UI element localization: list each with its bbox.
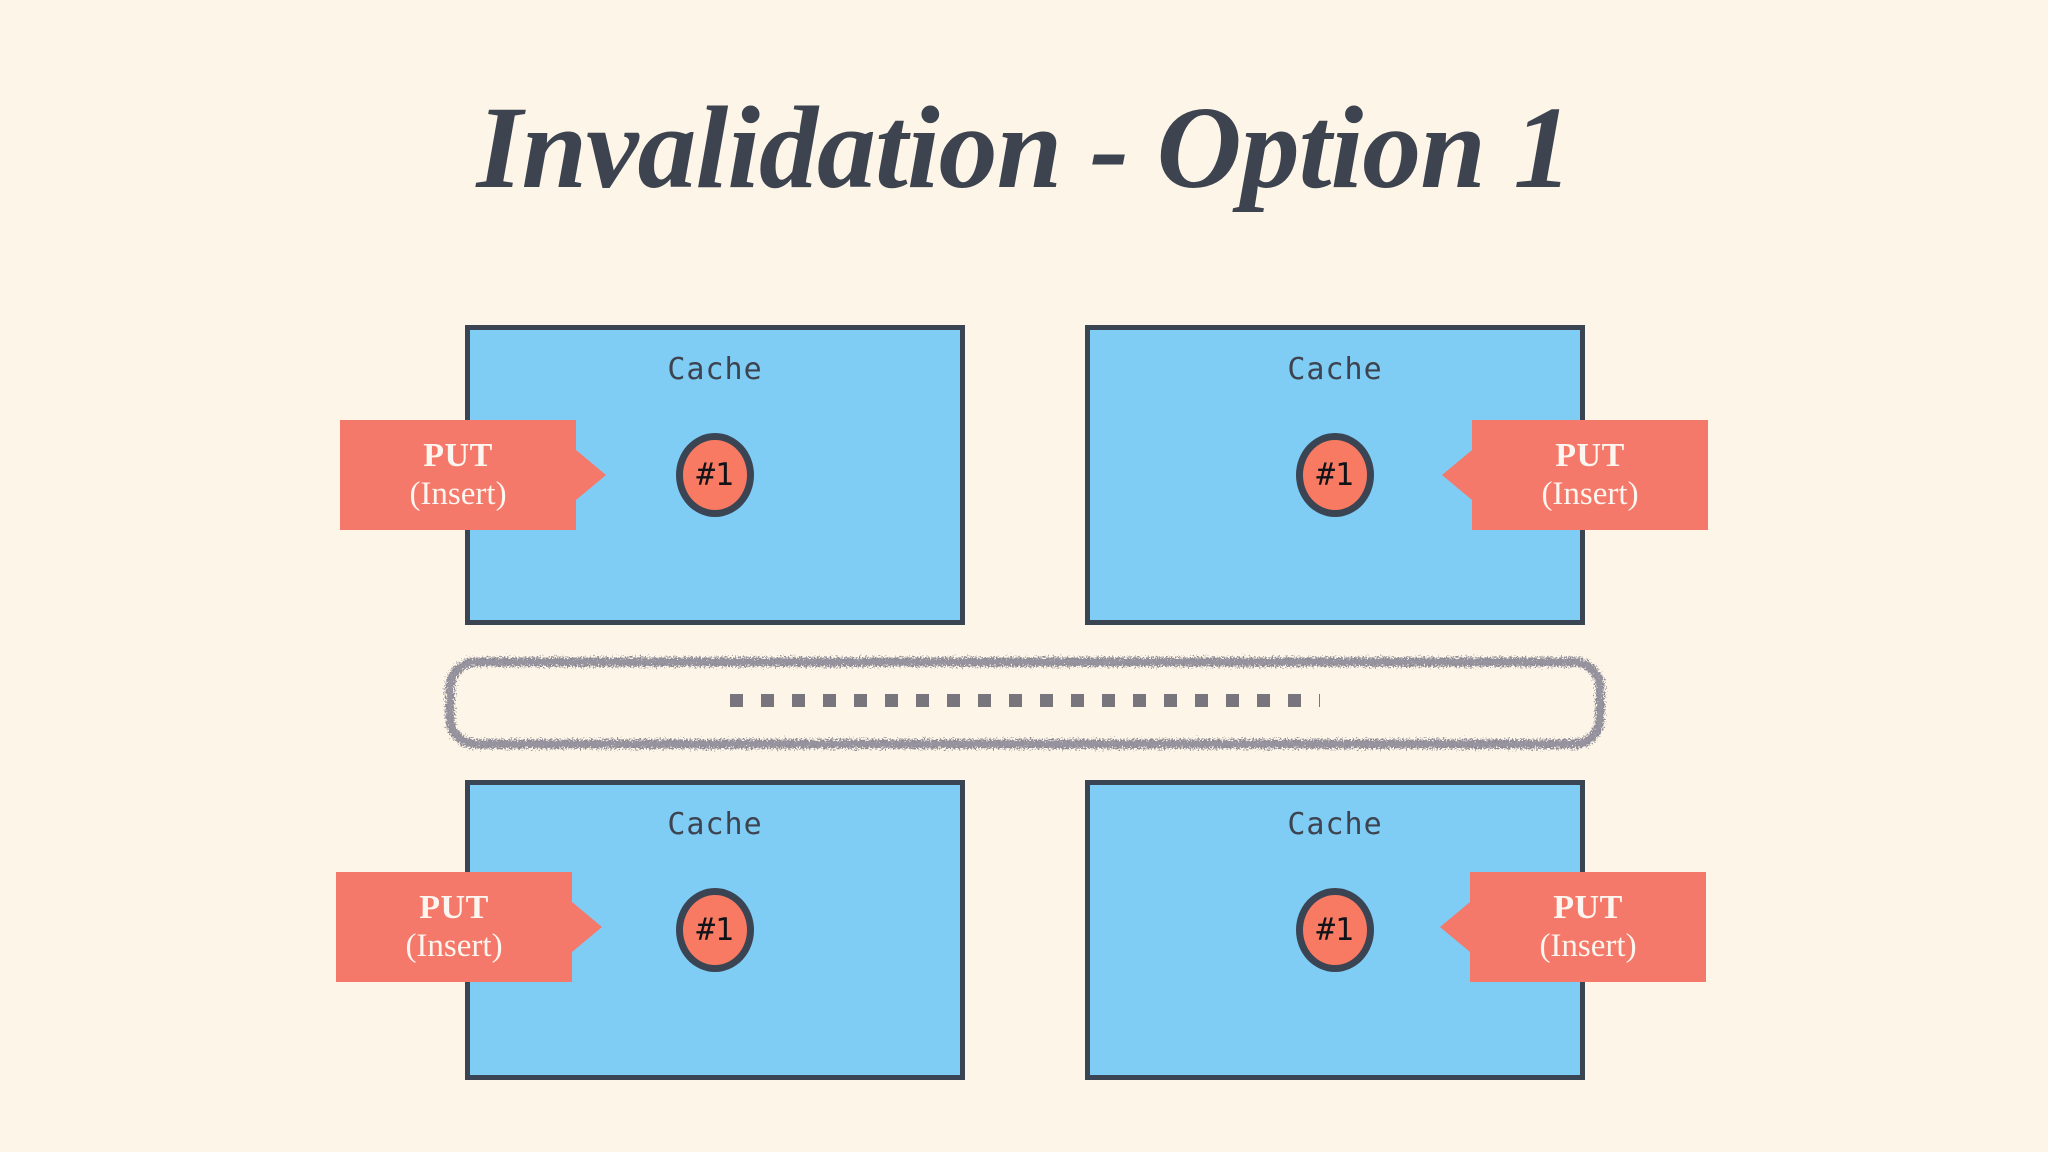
put-callout-bottom-left[interactable]: PUT (Insert) <box>336 872 602 982</box>
put-callout-top-left[interactable]: PUT (Insert) <box>340 420 606 530</box>
put-callout-top-right[interactable]: PUT (Insert) <box>1442 420 1708 530</box>
cache-entry-circle[interactable]: #1 <box>676 888 754 972</box>
cache-title-label: Cache <box>667 352 763 387</box>
arrow-left-icon <box>1440 902 1470 952</box>
arrow-right-icon <box>576 450 606 500</box>
cache-entry-circle[interactable]: #1 <box>676 433 754 517</box>
page-title: Invalidation - Option 1 <box>476 82 1573 213</box>
bus-dashed-line <box>730 694 1320 707</box>
put-callout-line2: (Insert) <box>409 475 507 512</box>
put-callout-line1: PUT <box>419 889 489 927</box>
cache-title-label: Cache <box>1287 807 1383 842</box>
arrow-left-icon <box>1442 450 1472 500</box>
put-callout-line1: PUT <box>1555 437 1625 475</box>
arrow-right-icon <box>572 902 602 952</box>
put-callout-bottom-right[interactable]: PUT (Insert) <box>1440 872 1706 982</box>
put-callout-line1: PUT <box>423 437 493 475</box>
cache-title-label: Cache <box>667 807 763 842</box>
cache-box-bottom-left[interactable]: Cache #1 <box>465 780 965 1080</box>
cache-title-label: Cache <box>1287 352 1383 387</box>
put-callout-line1: PUT <box>1553 889 1623 927</box>
cache-entry-circle[interactable]: #1 <box>1296 433 1374 517</box>
connector-bottom-right <box>1328 660 1340 786</box>
put-callout-line2: (Insert) <box>1541 475 1639 512</box>
connector-bottom-left <box>706 660 718 786</box>
cache-box-top-right[interactable]: Cache #1 <box>1085 325 1585 625</box>
shared-bus[interactable] <box>440 650 1610 755</box>
put-callout-line2: (Insert) <box>405 927 503 964</box>
put-callout-line2: (Insert) <box>1539 927 1637 964</box>
cache-entry-circle[interactable]: #1 <box>1296 888 1374 972</box>
